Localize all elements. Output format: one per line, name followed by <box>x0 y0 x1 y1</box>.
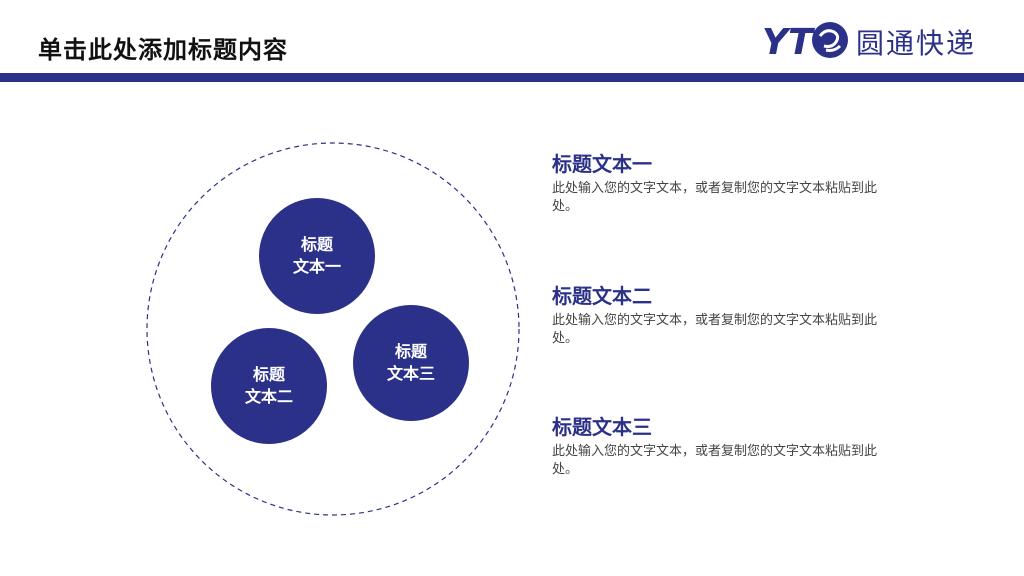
item-title[interactable]: 标题文本三 <box>552 415 652 439</box>
logo-letters: YT <box>762 22 815 63</box>
bubble-1-line2: 文本一 <box>292 257 341 276</box>
bubble-2-line1: 标题 <box>252 365 285 384</box>
item-description[interactable]: 此处输入您的文字文本，或者复制您的文字文本粘贴到此处。 <box>552 313 878 346</box>
bubble-3[interactable]: 标题 文本三 <box>353 305 469 421</box>
list-item: 标题文本二 此处输入您的文字文本，或者复制您的文字文本粘贴到此处。 <box>552 283 912 348</box>
bubble-1-line1: 标题 <box>300 235 333 254</box>
bubble-2-line2: 文本二 <box>244 387 293 406</box>
bubble-3-line2: 文本三 <box>386 364 435 383</box>
item-title[interactable]: 标题文本一 <box>552 152 652 176</box>
item-title[interactable]: 标题文本二 <box>552 284 652 308</box>
bubble-2[interactable]: 标题 文本二 <box>211 328 327 444</box>
slide-title[interactable]: 单击此处添加标题内容 <box>38 36 288 64</box>
item-description[interactable]: 此处输入您的文字文本，或者复制您的文字文本粘贴到此处。 <box>552 444 878 477</box>
brand-name: 圆通快递 <box>856 27 977 60</box>
bubble-1[interactable]: 标题 文本一 <box>259 198 375 314</box>
bubble-3-line1: 标题 <box>394 342 427 361</box>
list-item: 标题文本一 此处输入您的文字文本，或者复制您的文字文本粘贴到此处。 <box>552 151 912 216</box>
yto-logo-icon: YT <box>762 22 848 63</box>
item-description[interactable]: 此处输入您的文字文本，或者复制您的文字文本粘贴到此处。 <box>552 181 878 214</box>
header-bar <box>0 73 1024 82</box>
brand-logo: YT 圆通快递 <box>760 14 1000 66</box>
list-item: 标题文本三 此处输入您的文字文本，或者复制您的文字文本粘贴到此处。 <box>552 414 912 479</box>
